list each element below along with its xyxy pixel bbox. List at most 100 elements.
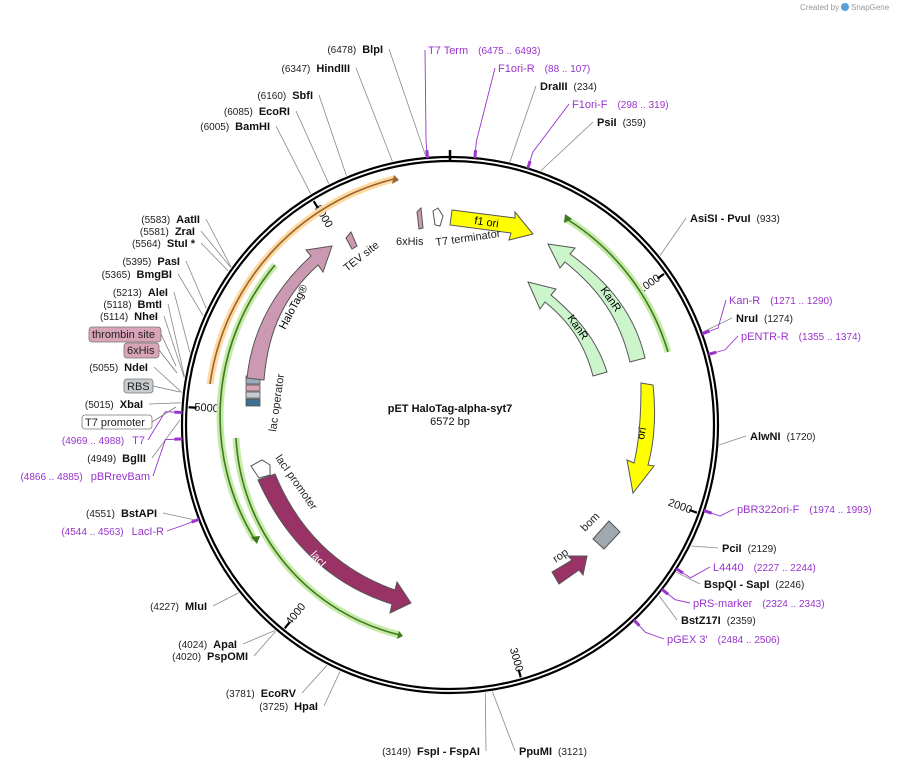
rbs-box[interactable]: RBS [123,378,181,394]
site-psii[interactable]: PsiI(359) [540,117,646,172]
site-bmgbi[interactable]: BmgBI(5365) [102,269,204,316]
primer-name: T7 [132,435,145,447]
site-bamhi[interactable]: BamHI(6005) [200,121,312,194]
site-ecori[interactable]: EcoRI(6085) [224,106,330,184]
site-name: HindIII [316,63,350,75]
site-alei[interactable]: AleI(5213) [113,287,191,353]
feature-ori[interactable]: ori [626,382,656,495]
primer-mark [526,160,532,169]
site-pspomi[interactable]: PspOMI(4020) [172,630,277,663]
site-aatii[interactable]: AatII(5583) [141,214,232,268]
site-connector [676,571,701,585]
primer-name: pGEX 3' [667,634,708,646]
site-connector [148,402,181,405]
primer-pbr322ori-f[interactable]: pBR322ori-F(1974 .. 1993) [703,504,872,517]
site-draiii[interactable]: DraIII(234) [509,81,597,162]
primer-pbrrevbam[interactable]: pBRrevBam(4866 .. 4885) [20,437,183,483]
primer-pgex-3-[interactable]: pGEX 3'(2484 .. 2506) [632,618,780,646]
6xhis-box[interactable]: 6xHis [123,342,178,374]
lac-operator-label: lac operator [267,373,287,433]
site-hindiii[interactable]: HindIII (6347) [281,63,393,162]
site-bstapi[interactable]: BstAPI(4551) [86,508,198,521]
site-position: (3121) [558,747,587,758]
site-position: (6347) [281,64,310,75]
site-blpi[interactable]: BlpI(6478) [327,44,427,157]
site-name: EcoRI [259,106,290,118]
kanr-inner-label: KanR [565,313,591,342]
primer-f1ori-f[interactable]: F1ori-F(298 .. 319) [526,99,669,169]
site-position: (5581) [140,227,169,238]
site-name: AsiSI - PvuI [690,213,751,225]
site-bglii[interactable]: BglII(4949) [87,419,181,465]
t7-promoter-box[interactable]: T7 promoter [81,406,177,430]
site-name: DraIII [540,81,568,93]
primer-connector [424,49,428,151]
site-bmti[interactable]: BmtI(5118) [103,299,185,377]
feature-kanr-outer[interactable]: KanR [547,243,646,363]
site-name: BglII [122,453,146,465]
site-apai[interactable]: ApaI(4024) [178,630,276,651]
feature-tev-site[interactable]: TEV site [341,231,382,274]
primer-connector [166,521,192,532]
t7-terminator-label: T7 terminator [435,228,502,249]
site-mlui[interactable]: MluI(4227) [150,592,239,613]
primer-kan-r[interactable]: Kan-R(1271 .. 1290) [701,295,832,336]
site-position: (4227) [150,602,179,613]
site-fspi-fspai[interactable]: FspI - FspAI(3149) [382,692,487,758]
site-position: (3725) [259,702,288,713]
feature-rop[interactable]: rop [551,547,588,585]
primer-name: pRS-marker [693,598,753,610]
site-ppumi[interactable]: PpuMI(3121) [492,691,587,758]
site-stui-[interactable]: StuI *(5564) [132,238,229,272]
feature-6xhis[interactable]: 6xHis [396,206,424,248]
feature-f1-ori[interactable]: f1 ori [449,209,534,241]
site-position: (6005) [200,122,229,133]
site-position: (933) [757,214,780,225]
site-position: (6478) [327,45,356,56]
site-sbfi[interactable]: SbfI(6160) [257,90,347,176]
site-asisi-pvui[interactable]: AsiSI - PvuI (933) [659,213,780,256]
site-alwni[interactable]: AlwNI(1720) [719,431,815,446]
feature-kanr-inner[interactable]: KanR [527,281,608,377]
site-name: AlwNI [750,431,781,443]
site-name: SbfI [292,90,313,102]
primer-laci-r[interactable]: LacI-R(4544 .. 4563) [61,517,200,538]
primer-name: LacI-R [132,526,164,538]
thrombin-site-box[interactable]: thrombin site [88,326,177,367]
site-hpai[interactable]: HpaI(3725) [259,671,341,713]
boxed-feature-labels: thrombin site 6xHis RBS T7 promoter [81,326,181,430]
site-connector [719,435,747,446]
site-xbai[interactable]: XbaI(5015) [85,399,181,411]
primer-pentr-r[interactable]: pENTR-R(1355 .. 1374) [708,331,861,356]
site-connector [484,692,487,752]
restriction-sites: BlpI(6478)HindIII(6347)SbfI(6160)EcoRI(6… [85,44,816,758]
primer-l4440[interactable]: L4440(2227 .. 2244) [675,562,816,579]
primer-mark [703,509,713,515]
feature-laci[interactable]: lacI [257,473,412,614]
primer-t7-term[interactable]: T7 Term(6475 .. 6493) [424,45,540,159]
primer-f1ori-r[interactable]: F1ori-R(88 .. 107) [473,63,590,159]
site-nhei[interactable]: NheI(5114) [100,311,185,378]
primer-position: (4969 .. 4988) [62,436,124,447]
site-bspqi-sapi[interactable]: BspQI - SapI(2246) [676,571,804,591]
orf-green-left-arrowhead [251,536,260,544]
site-ecorv[interactable]: EcoRV(3781) [226,665,328,700]
site-bstz17i[interactable]: BstZ17I (2359) [658,595,756,627]
site-pcii[interactable]: PciI(2129) [691,543,776,555]
site-name: BstZ17I [681,615,721,627]
feature-lac-operator[interactable]: lac operator [245,373,287,433]
primer-connector [716,335,739,353]
site-position: (3781) [226,689,255,700]
tick-label: 4000 [284,601,309,628]
primer-prs-marker[interactable]: pRS-marker(2324 .. 2343) [660,588,825,610]
primer-name: F1ori-F [572,99,608,111]
primer-sites: T7 Term(6475 .. 6493)F1ori-R(88 .. 107)F… [20,45,871,646]
site-ndei[interactable]: NdeI(5055) [89,362,183,393]
site-nrui[interactable]: NruI(1274) [703,313,793,333]
site-pasi[interactable]: PasI(5395) [122,256,207,309]
primer-t7[interactable]: T7 (4969 .. 4988) [62,410,183,447]
site-position: (2359) [727,616,756,627]
tick-mark [283,621,291,629]
feature-bom[interactable]: bom [579,510,621,550]
site-zrai[interactable]: ZraI(5581) [140,226,232,268]
